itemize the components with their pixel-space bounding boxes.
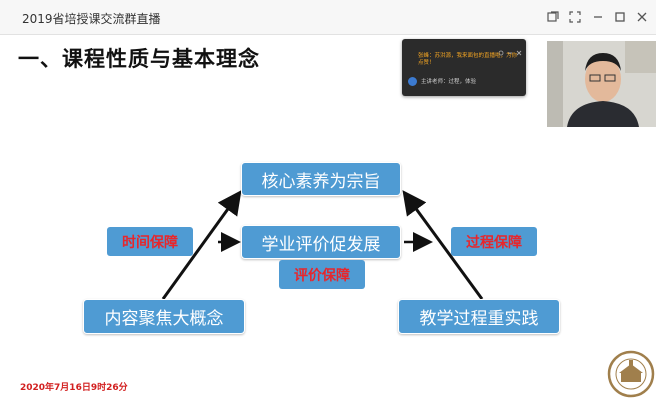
window-titlebar: 2019省培授课交流群直播 bbox=[0, 0, 656, 35]
arrow-left-up bbox=[161, 190, 242, 300]
timestamp: 2020年7月16日9时26分 bbox=[20, 383, 128, 393]
close-icon[interactable] bbox=[633, 8, 651, 26]
tag-evaluation: 评价保障 bbox=[279, 260, 365, 289]
chat-message: 张峰：苏洪源，我来面包的直播啦，为你点赞！ bbox=[418, 53, 518, 66]
chat-controls bbox=[498, 42, 524, 56]
node-bottom-right: 教学过程重实践 bbox=[398, 299, 560, 334]
chat-window-icons bbox=[498, 50, 522, 56]
chat-popup: 张峰：苏洪源，我来面包的直播啦，为你点赞！ 主讲老师：过程，体验 bbox=[402, 39, 526, 96]
chat-sender-line: 主讲老师：过程，体验 bbox=[421, 79, 477, 85]
person-icon bbox=[547, 41, 656, 127]
university-logo bbox=[607, 350, 655, 398]
webcam-video[interactable] bbox=[547, 41, 656, 127]
diagram-arrows bbox=[161, 190, 484, 300]
window-title: 2019省培授课交流群直播 bbox=[22, 12, 161, 26]
minimize-icon[interactable] bbox=[589, 8, 607, 26]
slide-heading: 一、课程性质与基本理念 bbox=[18, 47, 260, 71]
tag-process: 过程保障 bbox=[451, 227, 537, 256]
arrow-right-up bbox=[402, 190, 484, 300]
expand-icon[interactable] bbox=[566, 8, 584, 26]
node-bottom-left: 内容聚焦大概念 bbox=[83, 299, 245, 334]
node-top: 核心素养为宗旨 bbox=[241, 162, 401, 196]
chat-avatar bbox=[408, 77, 417, 86]
maximize-icon[interactable] bbox=[611, 8, 629, 26]
popout-icon[interactable] bbox=[544, 8, 562, 26]
slide-area: 一、课程性质与基本理念 核心素养为宗旨 学业评价促发展 内容聚焦大概念 教学过程… bbox=[0, 35, 656, 407]
node-center: 学业评价促发展 bbox=[241, 225, 401, 259]
tag-time: 时间保障 bbox=[107, 227, 193, 256]
